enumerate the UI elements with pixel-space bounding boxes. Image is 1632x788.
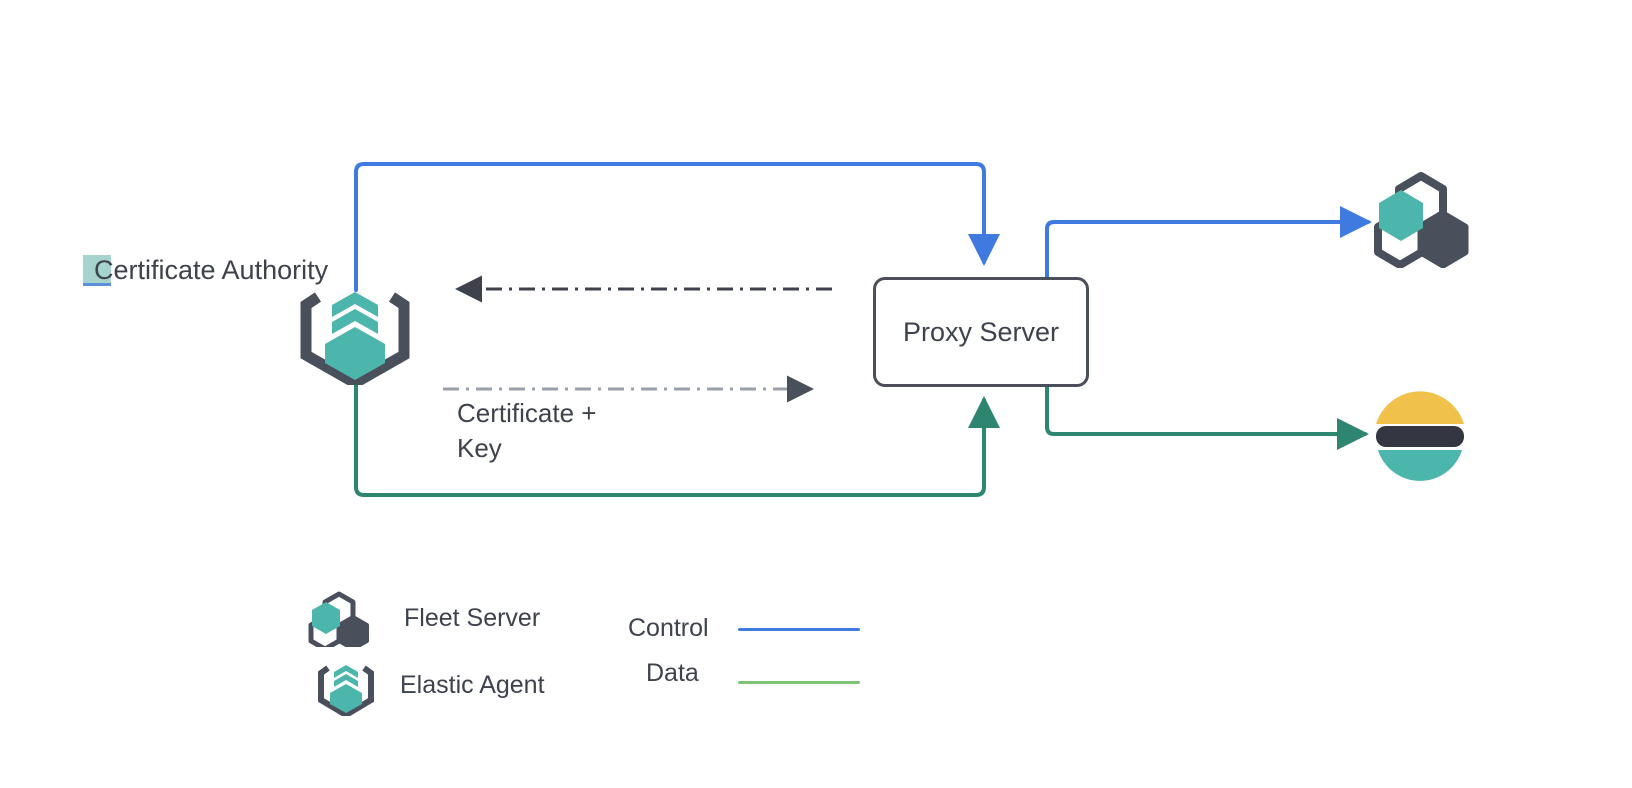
certificate-authority-underline: [83, 283, 111, 286]
wire-data-agent-to-proxy: [354, 378, 1000, 497]
legend-label-fleet-server: Fleet Server: [404, 604, 541, 632]
certificate-key-edge-label: Certificate + Key: [457, 398, 597, 463]
proxy-server-node[interactable]: Proxy Server: [873, 277, 1089, 387]
fleet-server-icon: [1373, 172, 1469, 269]
legend-label-control: Control: [628, 614, 709, 642]
elasticsearch-icon: [1370, 382, 1470, 482]
legend-fleet-server-icon: [308, 591, 370, 652]
legend-elastic-agent-icon: [318, 656, 374, 719]
legend-swatch-control: [738, 628, 860, 631]
certificate-authority-highlight: [83, 255, 111, 286]
proxy-server-label: Proxy Server: [902, 316, 1060, 347]
legend-swatch-data: [738, 681, 860, 684]
wire-control-agent-to-proxy: [354, 162, 1000, 292]
certificate-authority-label: Certificate Authority: [94, 255, 329, 285]
elastic-agent-icon: [300, 275, 410, 390]
legend-label-elastic-agent: Elastic Agent: [400, 671, 545, 699]
legend-label-data: Data: [646, 659, 699, 687]
wire-control-proxy-to-fleet: [1045, 206, 1372, 279]
wire-data-proxy-to-elasticsearch: [1045, 385, 1369, 450]
